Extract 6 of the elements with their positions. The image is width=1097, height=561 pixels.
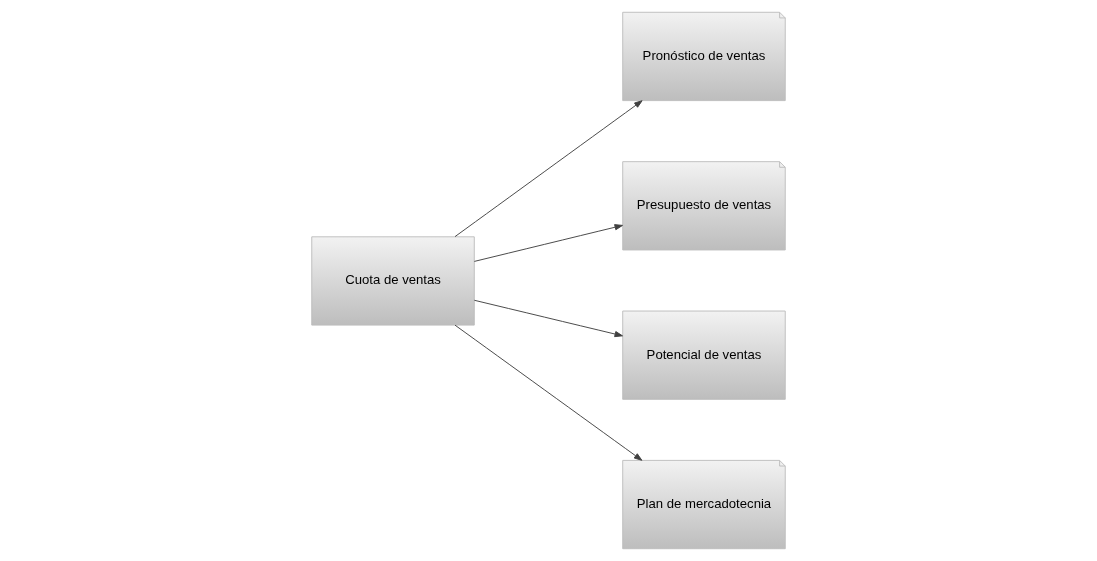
arrow [473,299,623,338]
arrow [454,324,643,461]
arrow [473,224,623,262]
node-box: Potencial de ventas [622,310,786,400]
arrow [454,100,643,238]
node-box: Cuota de ventas [311,236,475,326]
